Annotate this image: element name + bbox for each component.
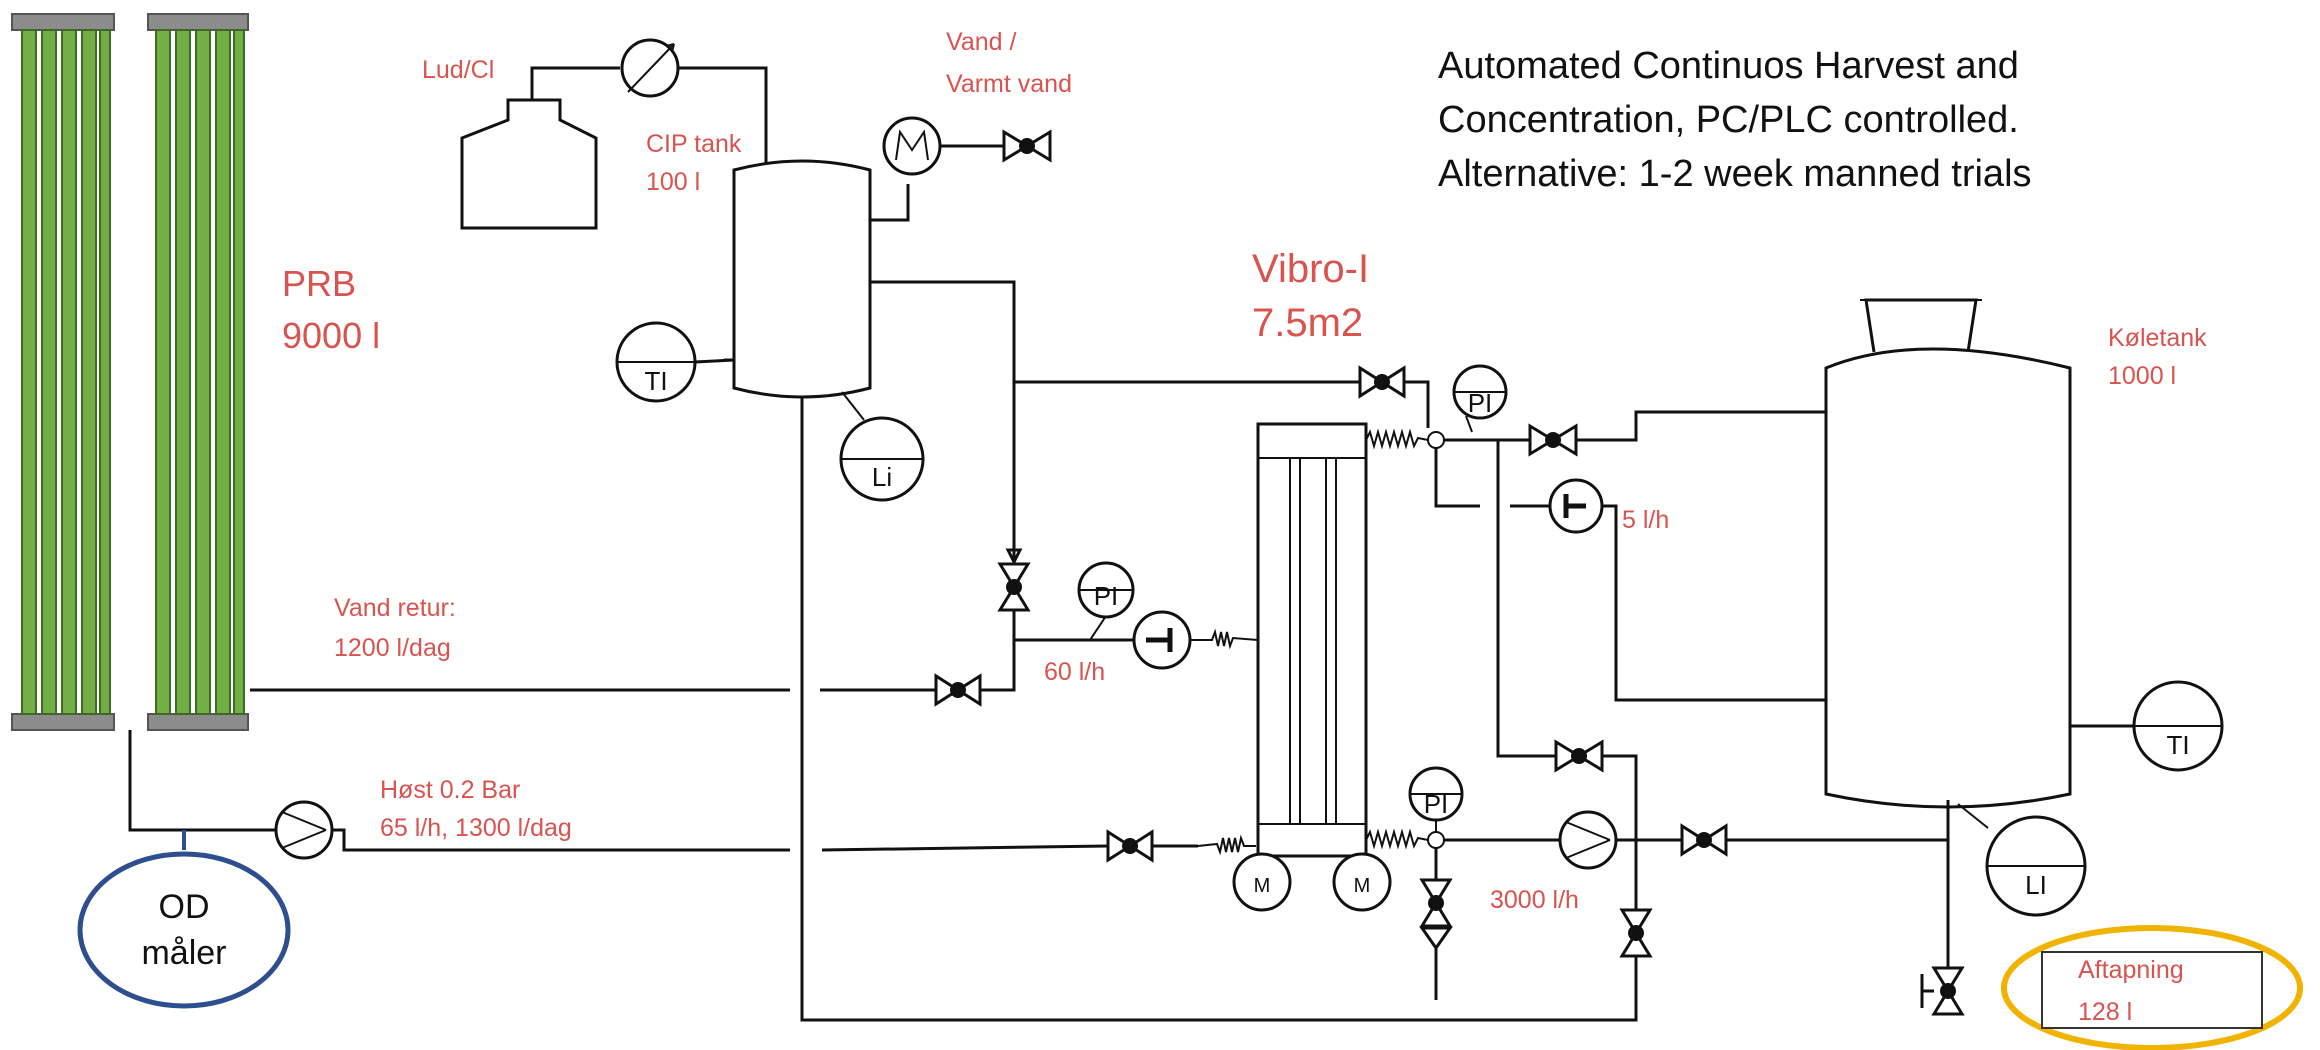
label-prb-2: 9000 l	[282, 315, 380, 356]
kolletank-lid	[1864, 298, 1978, 353]
label-retur-1: Vand retur:	[334, 594, 456, 622]
aftapning-highlight-ring	[2001, 925, 2303, 1050]
recirc-bypass-valve	[1554, 739, 1604, 773]
label-lud: Lud/Cl	[422, 56, 494, 84]
cip-to-vibro-valve	[1358, 365, 1406, 399]
heat-exchanger-icon	[882, 116, 942, 176]
label-vibro-2: 7.5m2	[1252, 301, 1363, 345]
label-vibro-1: Vibro-I	[1252, 247, 1369, 291]
cip-tank	[732, 159, 872, 399]
motor-label-left: M	[1254, 875, 1271, 897]
label-prb-1: PRB	[282, 263, 356, 304]
pi-label-feed: PI	[1094, 581, 1119, 611]
tank-return-valve	[1680, 823, 1728, 857]
label-flow-3000: 3000 l/h	[1490, 886, 1579, 914]
od-meter-line2: måler	[141, 934, 226, 972]
title-line-1: Automated Continuos Harvest and	[1438, 45, 2019, 87]
chemical-container	[460, 98, 598, 230]
od-meter-ring	[77, 851, 291, 1009]
prb-tube-bank-left	[11, 13, 115, 731]
label-host-2: 65 l/h, 1300 l/dag	[380, 814, 572, 842]
li-label-tank: LI	[2025, 870, 2047, 900]
label-host-1: Høst 0.2 Bar	[380, 776, 520, 804]
permeate-valve	[1528, 423, 1578, 457]
label-retur-2: 1200 l/dag	[334, 634, 451, 662]
aftapning-box	[2041, 951, 2263, 1029]
vibro-motor-left	[1232, 852, 1292, 912]
pi-label-bottom: PI	[1424, 789, 1449, 819]
label-aftapning-1: Aftapning	[2078, 956, 2184, 984]
cip-valve-vertical	[997, 562, 1031, 612]
return-water-valve	[934, 673, 982, 707]
title-line-3: Alternative: 1-2 week manned trials	[1438, 153, 2032, 195]
label-flow-60: 60 l/h	[1044, 658, 1105, 686]
ti-label-cip: TI	[644, 366, 667, 396]
motor-label-right: M	[1354, 875, 1371, 897]
pi-label-top: PI	[1468, 388, 1493, 418]
vibro-motor-right	[1332, 852, 1392, 912]
kolletank	[1824, 347, 2072, 809]
tank-bottom-drain-valve	[1920, 966, 1965, 1016]
vibro-filter-module	[1256, 422, 1368, 858]
title-line-2: Concentration, PC/PLC controlled.	[1438, 99, 2019, 141]
label-kole-2: 1000 l	[2108, 362, 2176, 390]
harvest-inlet-valve	[1106, 829, 1154, 863]
water-inlet-valve	[1002, 129, 1052, 163]
od-meter-line1: OD	[159, 888, 210, 926]
label-aftapning-2: 128 l	[2078, 998, 2132, 1026]
loop-drain-valve	[1619, 908, 1653, 958]
label-kole-1: Køletank	[2108, 324, 2207, 352]
ti-label-tank: TI	[2166, 730, 2189, 760]
label-vand-2: Varmt vand	[946, 70, 1072, 98]
label-vand-1: Vand /	[946, 28, 1016, 56]
label-cip-2: 100 l	[646, 168, 700, 196]
drain-valve-vibro	[1419, 878, 1453, 928]
li-label-cip: Li	[872, 462, 892, 492]
prb-tube-bank-right	[147, 13, 249, 731]
label-cip-1: CIP tank	[646, 130, 742, 158]
label-flow-5: 5 l/h	[1622, 506, 1669, 534]
